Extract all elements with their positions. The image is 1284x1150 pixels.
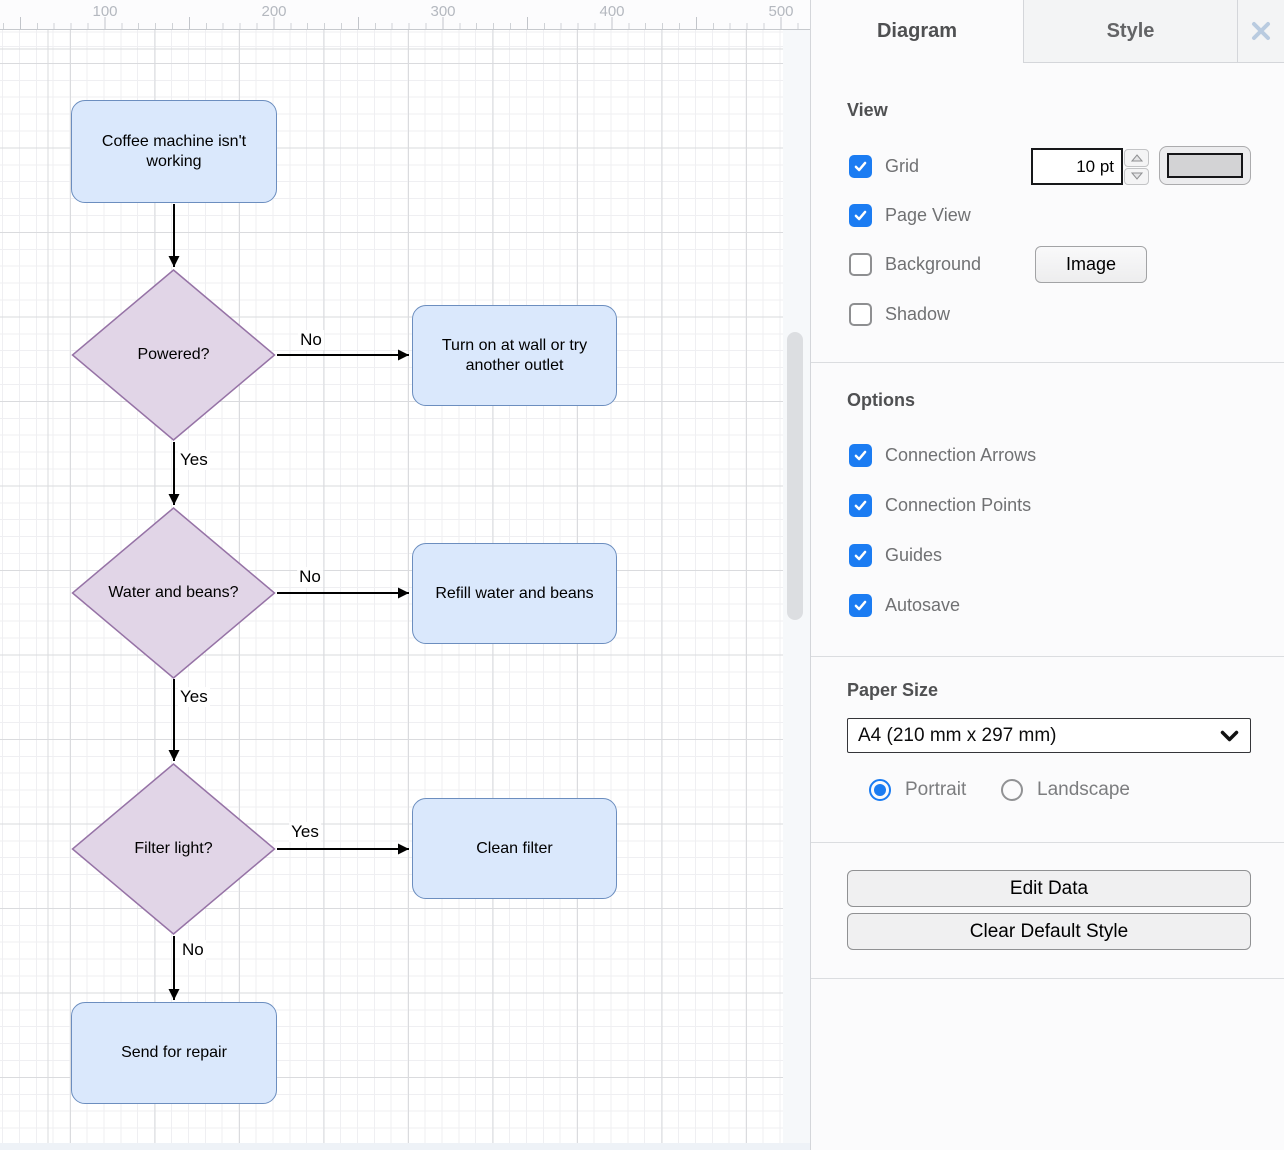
shadow-checkbox[interactable] — [849, 302, 872, 326]
portrait-radio[interactable] — [869, 779, 891, 801]
background-checkbox[interactable] — [849, 252, 872, 276]
tab-diagram[interactable]: Diagram — [876, 20, 958, 42]
node-label: Filter light? — [134, 840, 213, 857]
stepper-down-button[interactable] — [1124, 167, 1149, 185]
node-water-beans[interactable]: Water and beans? — [71, 507, 276, 679]
diamond-shape — [71, 763, 276, 935]
guides-checkbox[interactable] — [849, 543, 872, 567]
close-icon — [1252, 22, 1270, 40]
page-view-checkbox-row[interactable]: Page View — [849, 203, 971, 227]
edit-data-button[interactable]: Edit Data — [847, 870, 1251, 907]
section-divider — [811, 362, 1284, 363]
node-turn-on[interactable]: Turn on at wall or try another outlet — [412, 305, 617, 406]
page-view-checkbox[interactable] — [849, 203, 872, 227]
vertical-scrollbar-thumb[interactable] — [787, 332, 803, 620]
checkmark-icon — [854, 450, 867, 460]
diamond-shape — [71, 269, 276, 441]
shadow-checkbox-row[interactable]: Shadow — [849, 302, 950, 326]
ruler-label: 100 — [92, 3, 118, 20]
connection-points-row[interactable]: Connection Points — [849, 493, 1031, 517]
horizontal-scrollbar-track[interactable] — [0, 1143, 810, 1150]
guides-label: Guides — [885, 544, 943, 565]
autosave-row[interactable]: Autosave — [849, 593, 960, 617]
grid-label: Grid — [885, 155, 920, 176]
node-send-repair[interactable]: Send for repair — [71, 1002, 277, 1104]
shadow-label: Shadow — [885, 303, 951, 324]
checkmark-icon — [854, 600, 867, 610]
node-label: Powered? — [137, 346, 210, 363]
landscape-radio-option[interactable]: Landscape — [1001, 778, 1130, 802]
grid-size-stepper — [1124, 149, 1149, 185]
ruler-label: 500 — [768, 3, 794, 20]
section-divider — [811, 978, 1284, 979]
guides-row[interactable]: Guides — [849, 543, 942, 567]
edge-label-powered-no[interactable]: No — [298, 330, 324, 350]
radio-dot — [874, 784, 886, 796]
grid-checkbox[interactable] — [849, 154, 872, 178]
format-panel: Diagram Style View Grid Pa — [810, 0, 1284, 1150]
checkmark-icon — [854, 500, 867, 510]
horizontal-ruler: 100 200 300 400 500 — [0, 0, 810, 30]
page-grid[interactable] — [0, 30, 783, 1143]
paper-size-value: A4 (210 mm x 297 mm) — [858, 724, 1057, 746]
flowchart-edges[interactable] — [0, 0, 810, 1150]
ruler-label: 200 — [261, 3, 287, 20]
autosave-checkbox[interactable] — [849, 593, 872, 617]
paper-size-select[interactable]: A4 (210 mm x 297 mm) — [847, 718, 1251, 753]
drawing-canvas[interactable]: Coffee machine isn't working Powered? Tu… — [0, 0, 810, 1150]
edge-label-water-no[interactable]: No — [297, 567, 323, 587]
connection-points-label: Connection Points — [885, 494, 1032, 515]
stepper-up-button[interactable] — [1124, 149, 1149, 167]
node-start[interactable]: Coffee machine isn't working — [71, 100, 277, 203]
spinner-up-icon — [1130, 153, 1143, 162]
connection-points-checkbox[interactable] — [849, 493, 872, 517]
edge-label-filter-no[interactable]: No — [180, 940, 206, 960]
section-divider — [811, 842, 1284, 843]
section-divider — [811, 656, 1284, 657]
landscape-label: Landscape — [1037, 779, 1130, 800]
node-filter-light[interactable]: Filter light? — [71, 763, 276, 935]
chevron-down-icon — [1220, 730, 1239, 742]
connection-arrows-row[interactable]: Connection Arrows — [849, 443, 1036, 467]
node-refill[interactable]: Refill water and beans — [412, 543, 617, 644]
background-image-button[interactable]: Image — [1035, 246, 1147, 283]
grid-color-preview — [1167, 153, 1243, 178]
grid-color-button[interactable] — [1159, 146, 1251, 185]
background-checkbox-row[interactable]: Background — [849, 252, 981, 276]
edge-label-water-yes[interactable]: Yes — [178, 687, 210, 707]
clear-default-style-button[interactable]: Clear Default Style — [847, 913, 1251, 950]
portrait-label: Portrait — [905, 779, 967, 800]
edge-label-powered-yes[interactable]: Yes — [178, 450, 210, 470]
portrait-radio-option[interactable]: Portrait — [869, 778, 966, 802]
node-powered[interactable]: Powered? — [71, 269, 276, 441]
checkmark-icon — [854, 550, 867, 560]
node-clean-filter[interactable]: Clean filter — [412, 798, 617, 899]
checkmark-icon — [854, 210, 867, 220]
ruler-label: 300 — [430, 3, 456, 20]
landscape-radio[interactable] — [1001, 779, 1023, 801]
view-section-title: View — [847, 100, 888, 120]
node-label: Water and beans? — [108, 584, 239, 601]
close-panel-button[interactable] — [1237, 0, 1284, 63]
connection-arrows-label: Connection Arrows — [885, 444, 1037, 465]
tab-style[interactable]: Style — [1023, 0, 1237, 63]
ruler-label: 400 — [599, 3, 625, 20]
autosave-label: Autosave — [885, 594, 961, 615]
connection-arrows-checkbox[interactable] — [849, 443, 872, 467]
background-label: Background — [885, 253, 982, 274]
page-view-label: Page View — [885, 204, 971, 225]
options-section-title: Options — [847, 390, 915, 410]
diamond-shape — [71, 507, 276, 679]
spinner-down-icon — [1130, 172, 1143, 181]
grid-size-input[interactable] — [1031, 148, 1123, 185]
grid-checkbox-row[interactable]: Grid — [849, 154, 919, 178]
paper-size-section-title: Paper Size — [847, 680, 939, 700]
checkmark-icon — [854, 161, 867, 171]
edge-label-filter-yes[interactable]: Yes — [289, 822, 321, 842]
